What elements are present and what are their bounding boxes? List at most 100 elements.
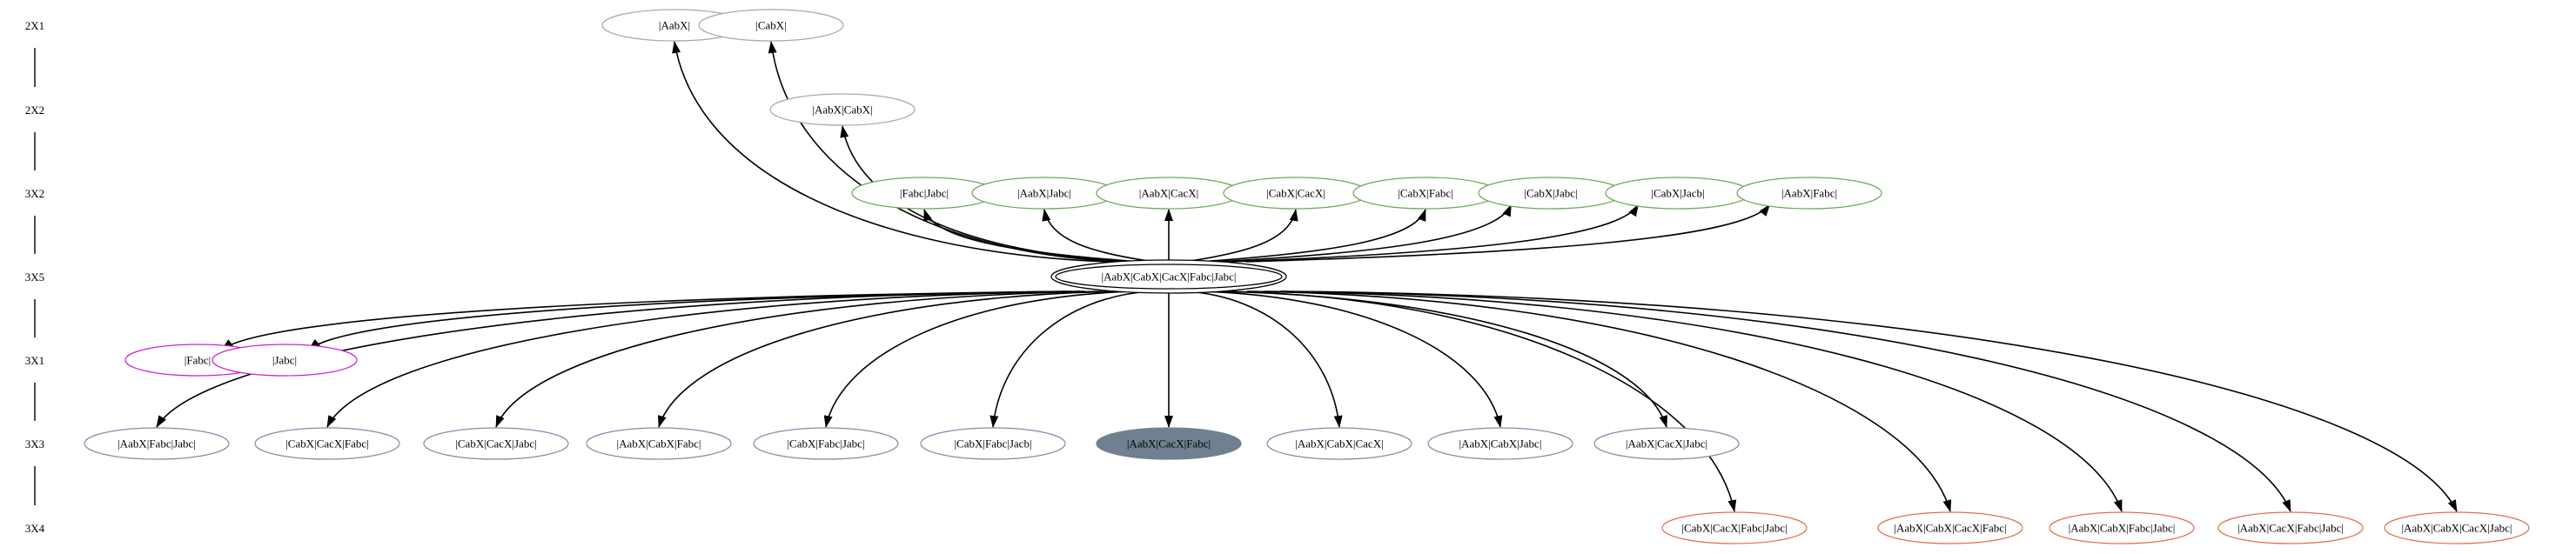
- node-ellipse: [769, 93, 916, 126]
- rank-label: 2X2: [25, 103, 44, 117]
- node-label: |CabX|Jacb|: [1651, 187, 1704, 200]
- edge-layer: [156, 41, 2458, 512]
- edge-arrow: [989, 290, 1151, 428]
- rank-label: 3X5: [25, 270, 44, 284]
- lattice-node[interactable]: |CabX|Fabc|Jabc|: [753, 427, 899, 460]
- lattice-node[interactable]: |AabX|CacX|Fabc|: [1096, 427, 1242, 460]
- node-ellipse: [1877, 511, 2023, 544]
- edge-arrow: [1042, 209, 1154, 263]
- lattice-node[interactable]: |CabX|Jacb|: [1605, 177, 1751, 210]
- rank-label: 3X1: [25, 354, 44, 367]
- node-ellipse: [2049, 511, 2195, 544]
- node-label: |AabX|Fabc|: [1781, 187, 1837, 200]
- edge-arrow: [1245, 204, 1770, 263]
- node-label: |CabX|CacX|Fabc|Jabc|: [1681, 522, 1787, 535]
- rank-label: 2X1: [25, 19, 44, 32]
- edge-arrow: [1264, 290, 2123, 512]
- lattice-node[interactable]: |Jabc|: [211, 344, 358, 377]
- lattice-node[interactable]: |CabX|Jabc|: [1478, 177, 1624, 210]
- lattice-node[interactable]: |CabX|CacX|Fabc|: [254, 427, 400, 460]
- node-label: |CabX|CacX|: [1266, 187, 1325, 200]
- edge-arrow: [1246, 290, 1952, 512]
- edge-arrow: [672, 41, 1110, 263]
- node-ellipse: [753, 427, 899, 460]
- node-label: |CabX|Fabc|Jabc|: [787, 437, 864, 451]
- lattice-node[interactable]: |AabX|CabX|CacX|: [1266, 427, 1412, 460]
- node-ellipse: [2217, 511, 2364, 544]
- node-label: |AabX|CabX|Fabc|: [616, 437, 701, 451]
- lattice-node[interactable]: |AabX|CacX|Jabc|: [1593, 427, 1740, 460]
- node-ellipse: [1736, 177, 1882, 210]
- node-ellipse: [698, 9, 844, 42]
- center-label: |AabX|CabX|CacX|Fabc|Jabc|: [1102, 270, 1237, 284]
- lattice-node[interactable]: |CabX|CacX|Fabc|Jabc|: [1661, 511, 1808, 544]
- node-label: |CabX|Jabc|: [1524, 187, 1577, 200]
- edge-arrow: [326, 290, 1085, 428]
- node-label: |AabX|CacX|Jabc|: [1626, 437, 1707, 451]
- edge-arrow: [156, 290, 1068, 428]
- lattice-node[interactable]: |AabX|CabX|CacX|Jabc|: [2384, 511, 2530, 544]
- lattice-node[interactable]: |CabX|Fabc|Jacb|: [920, 427, 1066, 460]
- node-ellipse: [423, 427, 569, 460]
- lattice-node[interactable]: |CabX|CacX|: [1223, 177, 1369, 210]
- edge-arrow: [1199, 209, 1426, 263]
- node-ellipse: [1427, 427, 1573, 460]
- lattice-node[interactable]: |AabX|Fabc|Jabc|: [84, 427, 230, 460]
- lattice-node[interactable]: |AabX|CabX|Jabc|: [1427, 427, 1573, 460]
- node-ellipse: [254, 427, 400, 460]
- lattice-node[interactable]: |CabX|: [698, 9, 844, 42]
- edge-arrow: [923, 209, 1140, 263]
- node-label: |AabX|Fabc|Jabc|: [117, 437, 196, 451]
- rank-label: 3X2: [25, 187, 44, 200]
- node-label: |AabX|Jabc|: [1017, 187, 1071, 200]
- node-label: |AabX|CabX|CacX|Jabc|: [2401, 522, 2512, 535]
- node-label: |AabX|CabX|Jabc|: [1459, 437, 1542, 451]
- lattice-node[interactable]: |AabX|CacX|: [1096, 177, 1242, 210]
- node-label: |AabX|CacX|: [1139, 187, 1198, 200]
- node-label: |Fabc|: [184, 354, 211, 367]
- node-ellipse: [920, 427, 1066, 460]
- lattice-node[interactable]: |AabX|CacX|Fabc|Jabc|: [2217, 511, 2364, 544]
- node-ellipse: [1096, 427, 1242, 460]
- lattice-node[interactable]: |AabX|Jabc|: [971, 177, 1117, 210]
- node-label: |CabX|Fabc|: [1398, 187, 1452, 200]
- lattice-node[interactable]: |AabX|CabX|: [769, 93, 916, 126]
- edge-arrow: [768, 41, 1122, 263]
- node-label: |CabX|: [755, 19, 787, 32]
- node-label: |AabX|CabX|CacX|Fabc|: [1894, 522, 2006, 535]
- center-node[interactable]: |AabX|CabX|CacX|Fabc|Jabc|: [1050, 259, 1287, 294]
- node-label: |CabX|CacX|Jabc|: [455, 437, 536, 451]
- node-label: |CabX|Fabc|Jacb|: [954, 437, 1031, 451]
- node-label: |CabX|CacX|Fabc|: [285, 437, 369, 451]
- lattice-node[interactable]: |AabX|Fabc|: [1736, 177, 1882, 210]
- node-ellipse: [211, 344, 358, 377]
- node-ellipse: [84, 427, 230, 460]
- rank-axis: 2X1 2X2 3X2 3X5 3X1 3X3 3X4: [25, 19, 45, 535]
- edge-arrow: [495, 290, 1102, 428]
- edge-arrow: [823, 290, 1135, 428]
- lattice-node[interactable]: |CabX|CacX|Jabc|: [423, 427, 569, 460]
- node-label: |AabX|CacX|Fabc|Jabc|: [2237, 522, 2344, 535]
- rank-label: 3X4: [25, 522, 45, 535]
- rank-label: 3X3: [25, 437, 44, 451]
- node-label: |AabX|: [659, 19, 690, 32]
- node-ellipse: [1661, 511, 1808, 544]
- node-label: |AabX|CabX|: [812, 103, 872, 117]
- node-ellipse: [1593, 427, 1740, 460]
- edge-arrow: [658, 290, 1118, 428]
- edge-arrow: [1224, 290, 1737, 512]
- edge-arrow: [1230, 204, 1640, 263]
- center-ellipse-inner: [1055, 264, 1283, 290]
- lattice-node[interactable]: |AabX|CabX|Fabc|: [586, 427, 732, 460]
- node-label: |Fabc|Jabc|: [900, 187, 949, 200]
- lattice-node[interactable]: |AabX|CabX|Fabc|Jabc|: [2049, 511, 2195, 544]
- node-label: |AabX|CabX|Fabc|Jabc|: [2069, 522, 2176, 535]
- edge-arrow: [1202, 290, 1503, 428]
- lattice-node[interactable]: |CabX|Fabc|: [1352, 177, 1499, 210]
- lattice-node[interactable]: |AabX|CabX|CacX|Fabc|: [1877, 511, 2023, 544]
- node-label: |AabX|CacX|Fabc|: [1127, 437, 1211, 451]
- edge-arrow: [1214, 204, 1513, 263]
- node-label: |AabX|CabX|CacX|: [1295, 437, 1383, 451]
- node-ellipse: [2384, 511, 2530, 544]
